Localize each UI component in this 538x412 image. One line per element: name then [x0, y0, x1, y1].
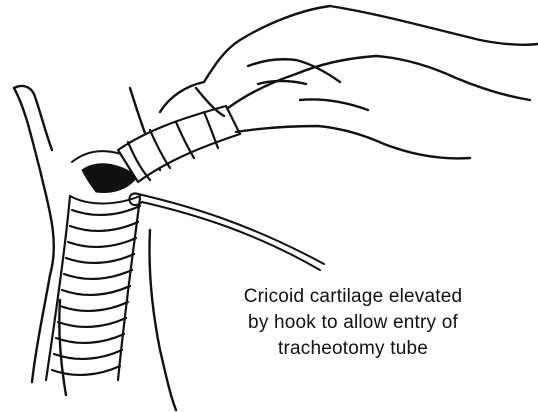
figure-caption: Cricoid cartilage elevated by hook to al… — [188, 284, 518, 362]
caption-line-3: tracheotomy tube — [188, 336, 518, 362]
caption-line-1: Cricoid cartilage elevated — [188, 284, 518, 310]
tracheotomy-tube — [118, 106, 240, 182]
caption-line-2: by hook to allow entry of — [188, 310, 518, 336]
hook-instrument — [129, 193, 324, 270]
